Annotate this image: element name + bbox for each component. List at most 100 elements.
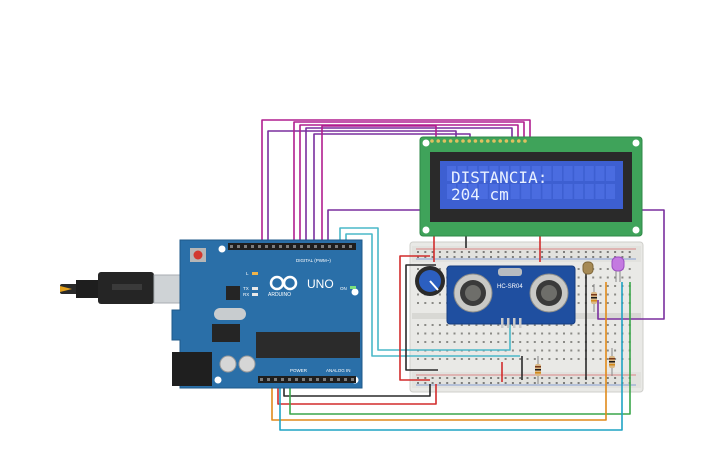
breadboard-hole (438, 324, 441, 326)
breadboard-hole (592, 285, 595, 287)
breadboard-hole (577, 332, 580, 335)
breadboard-hole (511, 358, 514, 360)
lcd-cell (563, 166, 573, 181)
header-pin (258, 245, 261, 248)
breadboard-hole (628, 276, 631, 279)
breadboard-hole (460, 256, 463, 258)
breadboard-hole (504, 382, 507, 384)
breadboard-hole (468, 332, 471, 335)
breadboard-hole (424, 256, 427, 258)
lcd-pin (473, 139, 478, 143)
sensor-pin (501, 318, 504, 328)
breadboard-hole (555, 256, 558, 258)
sensor-label: HC-SR04 (497, 284, 523, 290)
potentiometer-icon[interactable] (415, 266, 445, 296)
breadboard-hole (453, 332, 456, 335)
breadboard-hole (592, 358, 595, 360)
breadboard-hole (548, 251, 551, 253)
breadboard-hole (614, 293, 617, 296)
breadboard-hole (584, 256, 587, 258)
breadboard-hole (628, 268, 631, 270)
lcd-cell (595, 184, 605, 199)
breadboard-hole (519, 332, 522, 335)
breadboard-hole (606, 324, 609, 326)
breadboard-hole (628, 251, 631, 253)
breadboard-hole (577, 251, 580, 253)
breadboard-hole (526, 349, 529, 352)
breadboard-hole (577, 256, 580, 258)
breadboard-hole (519, 358, 522, 360)
breadboard-hole (533, 256, 536, 258)
mount-hole (422, 139, 430, 147)
breadboard-hole (577, 377, 580, 379)
ultrasonic-sensor-icon[interactable]: HC-SR04 (446, 265, 576, 328)
breadboard-hole (606, 276, 609, 279)
atmega-chip (256, 332, 360, 358)
led-icon[interactable] (582, 261, 594, 275)
breadboard-hole (599, 293, 602, 296)
breadboard-hole (606, 382, 609, 384)
breadboard-hole (511, 324, 514, 326)
breadboard-hole (446, 256, 449, 258)
wire-purple-5 (597, 209, 665, 320)
led-on-icon (350, 286, 356, 289)
led-icon[interactable] (611, 256, 625, 282)
breadboard-hole (570, 341, 573, 343)
arduino-uno[interactable]: L TX RX ON DIGITAL (PWM~) POWER ANALOG I… (60, 239, 363, 389)
lcd-pin (461, 139, 465, 143)
wire-magenta-3 (299, 124, 519, 243)
breadboard-hole (577, 349, 580, 352)
breadboard-hole (497, 332, 500, 335)
power-jack (172, 352, 212, 386)
breadboard-hole (519, 341, 522, 343)
breadboard-hole (446, 324, 449, 326)
lcd-cell (574, 166, 584, 181)
wires (261, 119, 665, 431)
header-pin (286, 245, 289, 248)
breadboard-hole (490, 332, 492, 335)
breadboard-hole (555, 324, 558, 326)
breadboard-hole (511, 332, 514, 335)
breadboard-hole (460, 324, 463, 326)
mount-hole (214, 376, 222, 384)
breadboard-hole (417, 256, 419, 258)
breadboard-hole (431, 251, 434, 253)
wire-black-1 (405, 264, 438, 371)
breadboard-hole (570, 358, 573, 360)
breadboard-hole (614, 332, 617, 335)
mount-hole (351, 288, 359, 296)
reset-button-cap[interactable] (193, 250, 203, 260)
breadboard-hole (482, 324, 485, 326)
power-label: POWER (290, 368, 308, 373)
lcd-cell (584, 184, 594, 199)
header-pin (260, 378, 263, 381)
breadboard-hole (519, 251, 522, 253)
lcd-cell (500, 184, 509, 199)
breadboard-hole (577, 341, 580, 343)
lcd-cell (553, 166, 562, 181)
breadboard-hole (614, 377, 617, 379)
lcd-module[interactable]: DISTANCIA: 204 cm (419, 136, 643, 237)
breadboard-hole (438, 377, 441, 379)
breadboard-hole (570, 251, 573, 253)
breadboard-hole (555, 382, 558, 384)
breadboard-hole (548, 332, 551, 335)
breadboard-hole (453, 358, 456, 360)
breadboard-hole (606, 285, 609, 287)
header-pin (342, 245, 345, 248)
usb-chip (226, 286, 240, 300)
arduino-model: UNO (307, 277, 334, 291)
breadboard-hole (519, 349, 522, 352)
led-l-icon (252, 272, 258, 275)
breadboard-hole (475, 332, 478, 335)
capacitor (238, 355, 256, 373)
breadboard-hole (511, 349, 514, 352)
lcd-cell (510, 184, 520, 199)
lcd-pin (498, 139, 503, 143)
breadboard-hole (497, 382, 500, 384)
breadboard-hole (511, 251, 514, 253)
breadboard-hole (417, 324, 419, 326)
lcd-cell (553, 184, 562, 199)
breadboard-hole (577, 382, 580, 384)
breadboard-hole (577, 324, 580, 326)
